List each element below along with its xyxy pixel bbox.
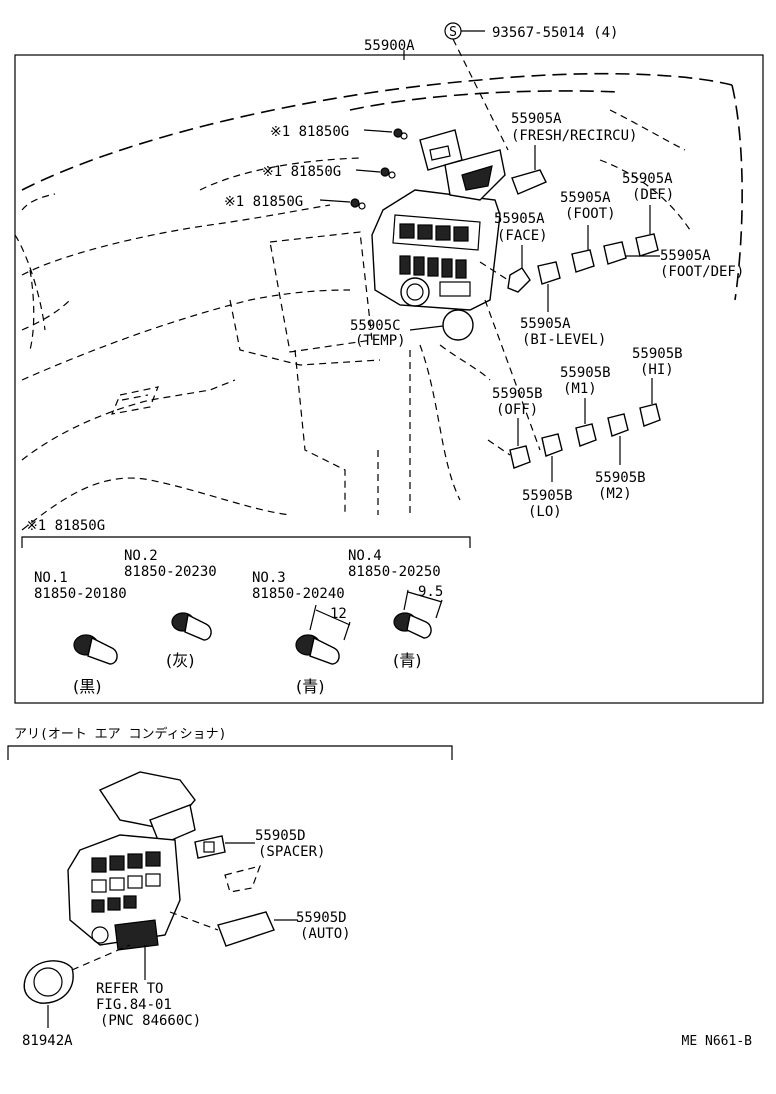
bulb-section-header: ※1 81850G bbox=[26, 518, 105, 534]
bulb-2-color: (灰) bbox=[166, 651, 195, 670]
spacer-desc: (SPACER) bbox=[258, 844, 325, 860]
bulb-ref-3: ※1 81850G bbox=[224, 194, 303, 210]
knob-m2 bbox=[607, 413, 629, 437]
knob-b-dash bbox=[484, 299, 541, 451]
spacer-part-label: 55905D bbox=[255, 828, 306, 844]
knob-def bbox=[635, 233, 659, 257]
dashboard-outline bbox=[14, 72, 743, 531]
bulb-3-no: NO.3 bbox=[252, 570, 286, 586]
screw-symbol: S bbox=[449, 25, 457, 40]
knob-m2-part: 55905B bbox=[595, 470, 646, 486]
knob-foot-def-part: 55905A bbox=[660, 248, 711, 264]
lens-label: 81942A bbox=[22, 1033, 73, 1049]
screw-label: 93567-55014 (4) bbox=[492, 25, 618, 41]
panel-screws bbox=[350, 128, 408, 210]
bulb-leader-2 bbox=[355, 169, 381, 173]
knob-temp-desc: (TEMP) bbox=[355, 333, 406, 349]
spacer-ghost bbox=[224, 865, 261, 893]
bulb-2-shape bbox=[171, 612, 212, 641]
knob-bi-level-part: 55905A bbox=[520, 316, 571, 332]
lens-dash bbox=[71, 944, 131, 971]
knob-face-part: 55905A bbox=[494, 211, 545, 227]
auto-desc: (AUTO) bbox=[300, 926, 351, 942]
bulb-3-shape bbox=[295, 604, 351, 665]
temp-knob bbox=[442, 309, 474, 341]
knob-lo-part: 55905B bbox=[522, 488, 573, 504]
knob-off-desc: (OFF) bbox=[496, 402, 538, 418]
bulb-4-color: (青) bbox=[393, 651, 422, 670]
knob-fresh-desc: (FRESH/RECIRCU) bbox=[511, 128, 637, 144]
knob-fresh-part: 55905A bbox=[511, 111, 562, 127]
spacer-part bbox=[194, 835, 226, 859]
bulb-4-shape bbox=[393, 589, 443, 639]
refer-line-3: (PNC 84660C) bbox=[100, 1013, 201, 1029]
knob-foot bbox=[571, 249, 595, 273]
lower-section-bracket bbox=[7, 745, 453, 760]
lens-part bbox=[23, 960, 74, 1004]
knob-m1-part: 55905B bbox=[560, 365, 611, 381]
bulb-leader-3 bbox=[319, 199, 351, 203]
knobs-a bbox=[507, 145, 660, 312]
bulb-1-shape bbox=[73, 634, 118, 665]
assembly-label: 55900A bbox=[364, 38, 415, 54]
knob-m1-desc: (M1) bbox=[563, 381, 597, 397]
knob-foot-desc: (FOOT) bbox=[565, 206, 616, 222]
bulb-1-no: NO.1 bbox=[34, 570, 68, 586]
bulb-4-part: 81850-20250 bbox=[348, 564, 441, 580]
bulb-3-part: 81850-20240 bbox=[252, 586, 345, 602]
knob-dash bbox=[479, 261, 509, 281]
bulb-2-no: NO.2 bbox=[124, 548, 158, 564]
knob-bi-level-desc: (BI-LEVEL) bbox=[522, 332, 606, 348]
lower-section-header: アリ(オート エア コンディショナ) bbox=[14, 726, 226, 742]
bulb-section-bracket bbox=[21, 536, 471, 548]
auto-control-panel bbox=[67, 771, 196, 951]
off-dash bbox=[487, 439, 511, 456]
knob-foot-def bbox=[603, 241, 627, 265]
auto-part-label: 55905D bbox=[296, 910, 347, 926]
bulb-1-color: (黒) bbox=[73, 677, 102, 696]
bulb-ref-1: ※1 81850G bbox=[270, 124, 349, 140]
bulb-leader-1 bbox=[363, 129, 393, 133]
auto-button bbox=[217, 911, 275, 947]
knob-foot-part: 55905A bbox=[560, 190, 611, 206]
knob-off-part: 55905B bbox=[492, 386, 543, 402]
knob-temp-part: 55905C bbox=[350, 318, 401, 334]
knob-m2-desc: (M2) bbox=[598, 486, 632, 502]
bulb-2-part: 81850-20230 bbox=[124, 564, 217, 580]
refer-line-2: FIG.84-01 bbox=[96, 997, 172, 1013]
knob-hi bbox=[639, 403, 661, 427]
bulb-3-color: (青) bbox=[296, 677, 325, 696]
knob-def-part: 55905A bbox=[622, 171, 673, 187]
knobs-b bbox=[509, 378, 661, 482]
knob-hi-part: 55905B bbox=[632, 346, 683, 362]
knob-foot-def-desc: (FOOT/DEF) bbox=[660, 264, 744, 280]
bulb-3-dim: 12 bbox=[330, 606, 347, 622]
knob-off bbox=[509, 445, 531, 469]
control-panel-unit bbox=[371, 129, 506, 311]
knob-face bbox=[507, 267, 531, 293]
screw-dash bbox=[452, 38, 509, 151]
refer-line-1: REFER TO bbox=[96, 981, 163, 997]
knob-fresh-recircu bbox=[511, 169, 547, 195]
bulb-1-part: 81850-20180 bbox=[34, 586, 127, 602]
knob-lo bbox=[541, 433, 563, 457]
knob-bi-level bbox=[537, 261, 561, 285]
knob-def-desc: (DEF) bbox=[632, 187, 674, 203]
bulb-4-dim: 9.5 bbox=[418, 584, 443, 600]
main-frame bbox=[14, 54, 764, 704]
knob-hi-desc: (HI) bbox=[640, 362, 674, 378]
bulb-ref-2: ※1 81850G bbox=[262, 164, 341, 180]
auto-dash bbox=[169, 911, 219, 931]
bulb-4-no: NO.4 bbox=[348, 548, 382, 564]
diagram-code: ME N661-B bbox=[682, 1034, 753, 1049]
knob-lo-desc: (LO) bbox=[528, 504, 562, 520]
temp-leader bbox=[409, 325, 444, 331]
knob-face-desc: (FACE) bbox=[497, 228, 548, 244]
knob-m1 bbox=[575, 423, 597, 447]
